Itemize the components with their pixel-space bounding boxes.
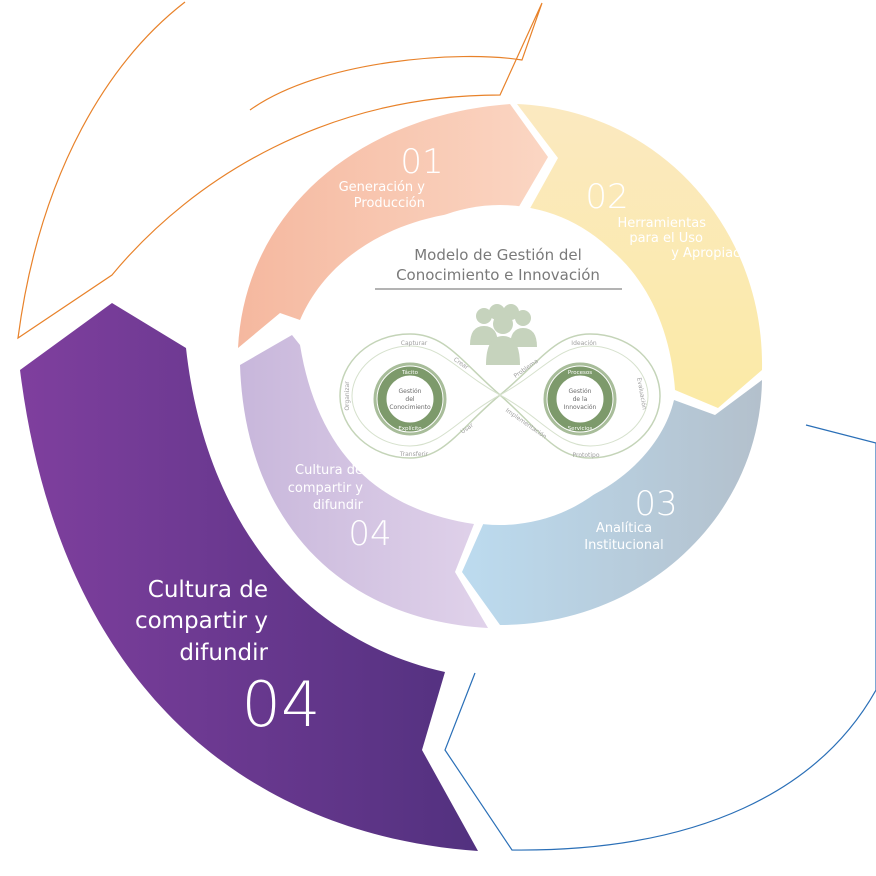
left-ring-bottom-label: Explícito xyxy=(398,425,422,432)
segment-03-label-2: Institucional xyxy=(584,538,663,553)
label-capturar: Capturar xyxy=(401,340,428,347)
segment-02-number: 02 xyxy=(585,177,628,217)
left-ring-outer xyxy=(373,362,447,436)
label-prototipo: Prototipo xyxy=(572,452,599,459)
left-title-1: Gestión xyxy=(399,388,422,395)
center-title-line2: Conocimiento e Innovación xyxy=(396,266,600,284)
left-ring-top-label: Tácito xyxy=(401,369,419,376)
segment-04-label-3: difundir xyxy=(313,498,364,513)
highlight-label-3: difundir xyxy=(179,640,268,666)
left-title-2: del xyxy=(405,396,415,403)
blue-outline-arrow xyxy=(444,424,876,851)
label-organizar: Organizar xyxy=(344,381,351,411)
segment-04-highlight[interactable] xyxy=(20,303,478,851)
infinity-outer-path xyxy=(339,333,661,459)
center-title-line1: Modelo de Gestión del xyxy=(414,246,582,264)
right-title-2: de la xyxy=(573,396,588,403)
orange-outline-arrow xyxy=(17,1,543,340)
right-ring xyxy=(547,366,613,432)
segment-02-label-2: para el Uso xyxy=(629,231,703,246)
right-ring-outer xyxy=(543,362,617,436)
segment-04-label-2: compartir y xyxy=(288,481,364,496)
segment-03-number: 03 xyxy=(634,484,677,524)
right-ring-top-label: Procesos xyxy=(568,370,592,376)
segment-04[interactable] xyxy=(240,335,488,628)
segment-01-number: 01 xyxy=(400,142,443,182)
right-title-1: Gestión xyxy=(569,388,592,395)
segment-02-label-1: Herramientas xyxy=(617,216,706,231)
segment-01-label-2: Producción xyxy=(354,196,425,211)
segment-01-label-1: Generación y xyxy=(339,180,426,195)
segment-02[interactable] xyxy=(517,104,763,408)
left-ring xyxy=(377,366,443,432)
segment-04-label-1: Cultura de xyxy=(295,463,363,478)
segment-03-label-1: Analítica xyxy=(596,521,652,536)
segment-04-number: 04 xyxy=(348,514,391,554)
segment-01[interactable] xyxy=(238,104,548,348)
left-title-3: Conocimiento xyxy=(389,404,431,411)
label-ideacion: Ideación xyxy=(571,340,597,347)
highlight-label-1: Cultura de xyxy=(148,577,268,603)
right-title-3: Innovación xyxy=(564,404,597,411)
segment-03[interactable] xyxy=(462,380,762,625)
right-ring-bottom-label: Servicios xyxy=(568,426,593,432)
segment-02-label-3: y Apropiación xyxy=(671,246,760,261)
highlight-label-2: compartir y xyxy=(135,608,268,634)
people-group-icon xyxy=(470,304,537,365)
highlight-number: 04 xyxy=(242,668,321,741)
label-transferir: Transferir xyxy=(399,451,429,458)
infinity-inner-path xyxy=(351,345,649,447)
